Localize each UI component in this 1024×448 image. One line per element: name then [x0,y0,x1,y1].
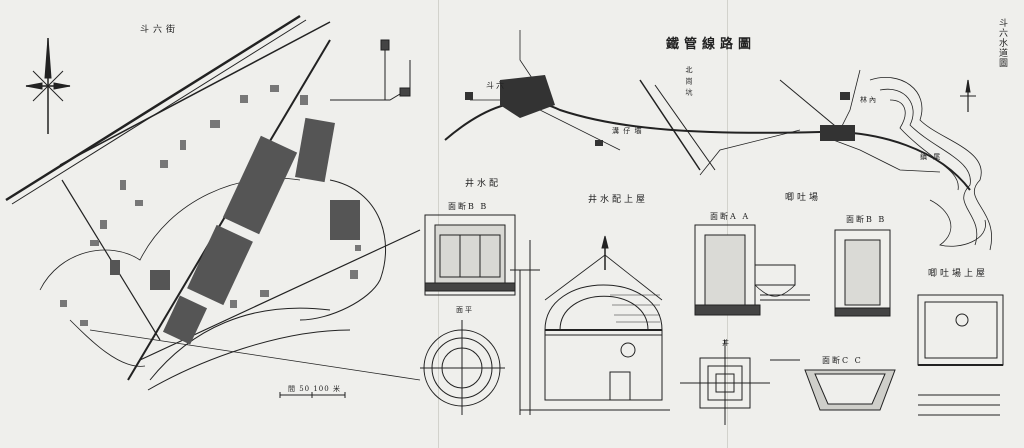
fold-line-2 [727,0,728,448]
section-c-label: 面断C C [822,356,863,365]
place-label-douliu: 斗六 [486,81,506,90]
place-label-2: 溝 仔 壩 [612,127,643,135]
north-arrow-icon [960,79,976,112]
section-a-label: 面断A A [710,212,751,221]
scale-bar-label: 間 50 100 米 [288,385,341,393]
place-label-5: 鎮 尾 [920,153,943,161]
section-bb2-label: 面断B B [448,202,489,211]
well-small-label: 井 [722,339,731,347]
side-title: 斗六水道圖 [997,18,1007,68]
town-map-title: 斗六街 [140,25,180,35]
well-title: 井水配 [465,179,502,189]
place-label-3: 林內 [860,96,878,104]
section-b-label: 面断B B [846,215,887,224]
plan-label: 面平 [456,306,474,314]
place-label-4: 北 崗 坑 [685,66,693,97]
pump-upper-title: 唧吐場上屋 [928,269,989,279]
well-upper-title: 井水配上屋 [588,195,649,205]
pump-title: 唧吐場 [785,193,822,203]
compass-rose-icon [25,37,71,134]
railway-map-title: 鐵管線路圖 [666,37,757,52]
fold-line-1 [438,0,439,448]
